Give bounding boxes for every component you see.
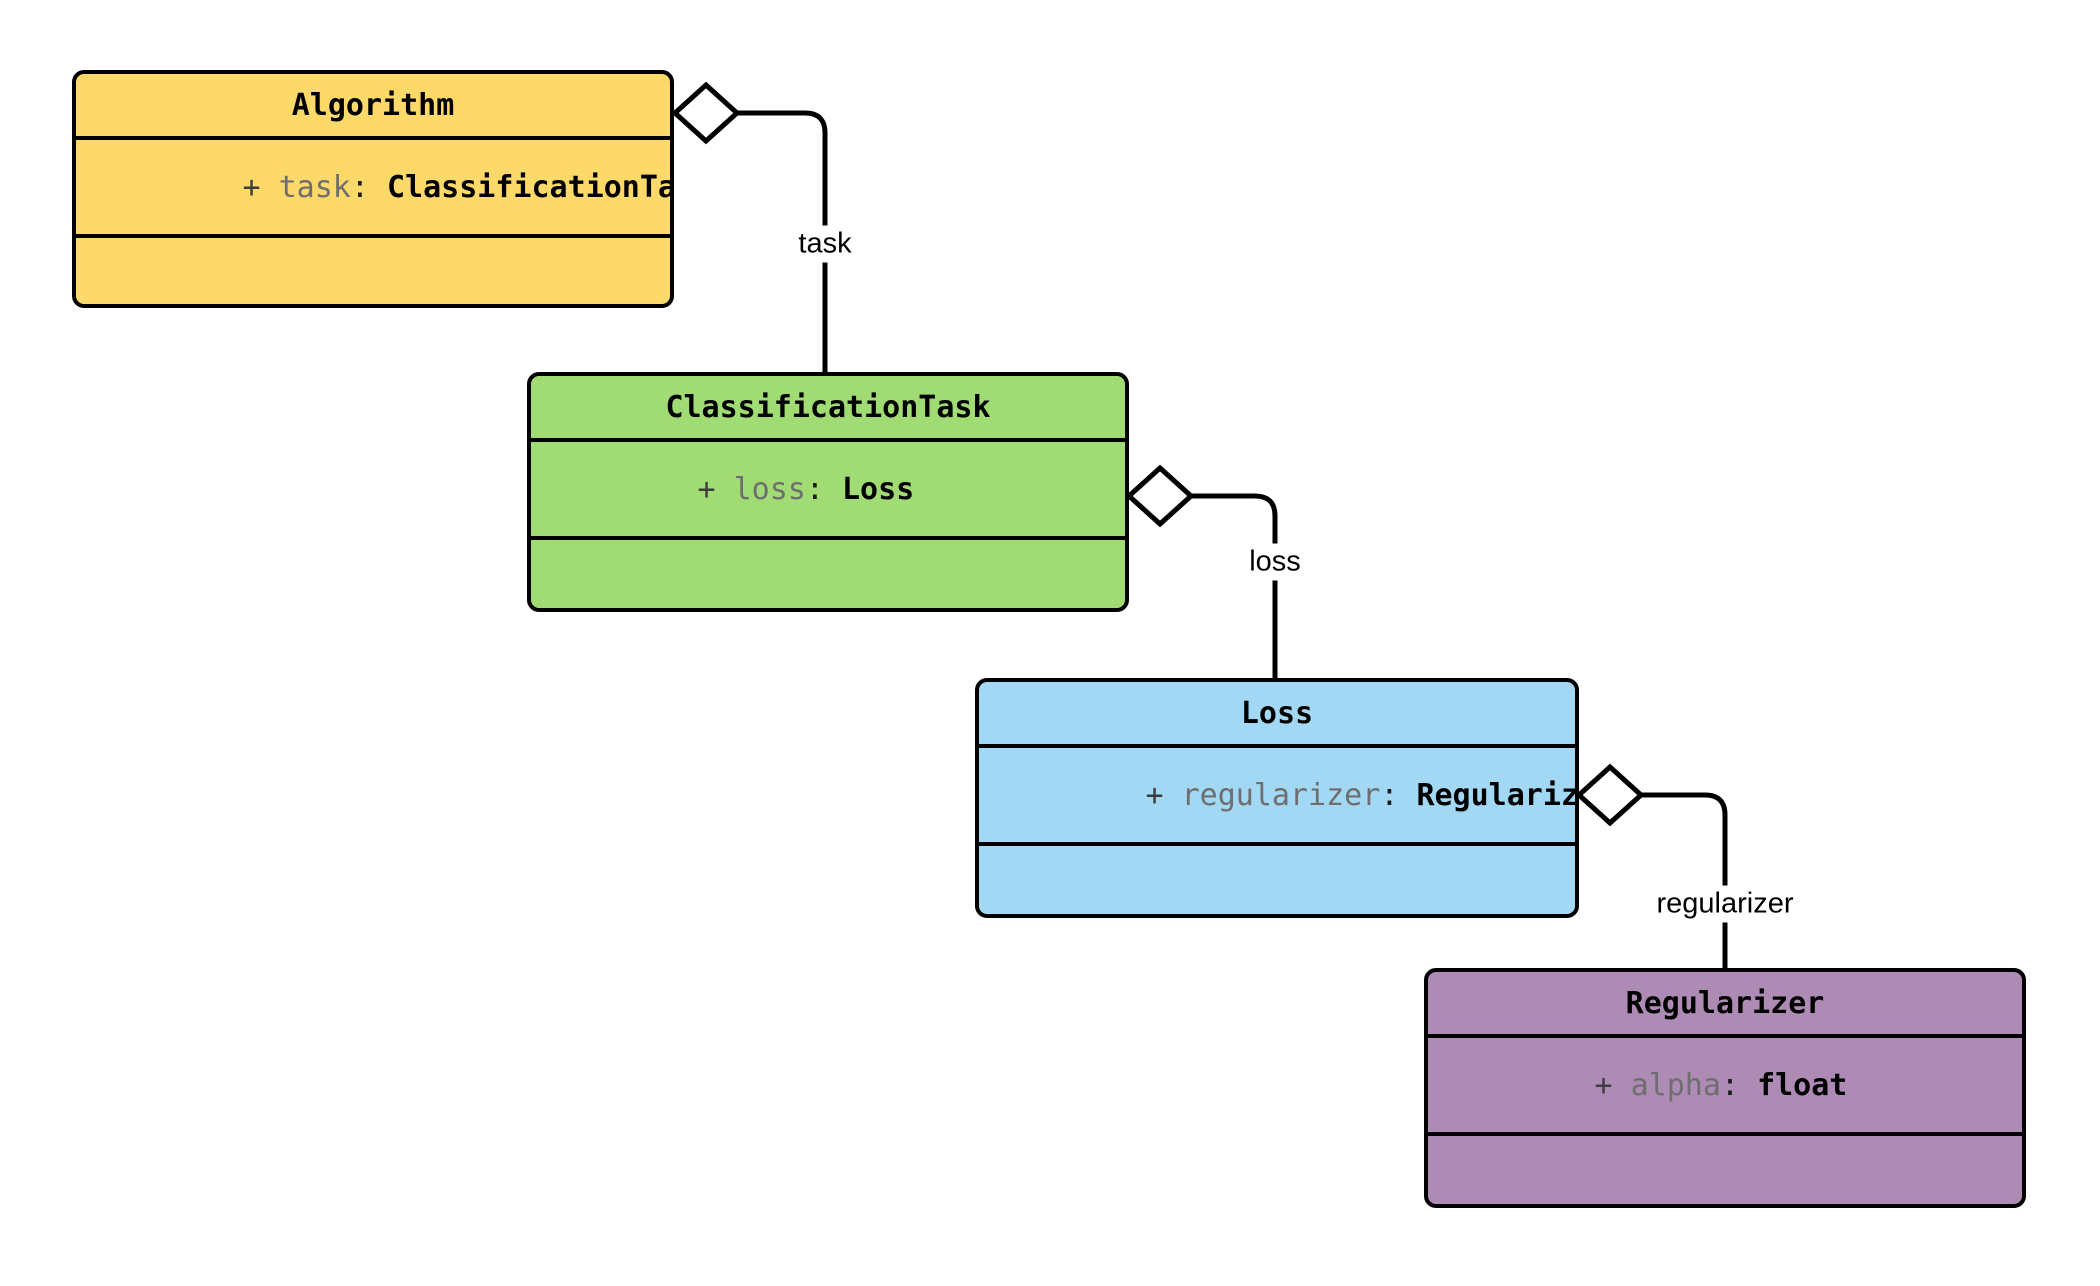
class-methods-loss [979,846,1575,914]
aggregation-diamond-algorithm-task [671,81,741,145]
uml-class-loss[interactable]: Loss + regularizer: Regularizer [975,678,1579,918]
uml-class-classification-task[interactable]: ClassificationTask + loss: Loss [527,372,1129,612]
attr-type: float [1757,1067,1848,1103]
class-attributes-regularizer: + alpha: float [1428,1038,2022,1136]
attr-visibility: + [1594,1067,1613,1103]
class-title-regularizer: Regularizer [1428,972,2022,1038]
class-title-algorithm: Algorithm [76,74,670,140]
class-attributes-classification-task: + loss: Loss [531,442,1125,540]
attr-name: alpha [1630,1067,1721,1103]
class-attributes-algorithm: + task: ClassificationTask [76,140,670,238]
class-title-classification-task: ClassificationTask [531,376,1125,442]
attr-type: Regularizer [1416,777,1579,813]
attr-visibility: + [1145,777,1164,813]
relationship-label-task-loss: loss [1244,543,1306,581]
class-attributes-loss: + regularizer: Regularizer [979,748,1575,846]
attr-name: loss [733,471,806,507]
attr-visibility: + [697,471,716,507]
class-methods-algorithm [76,238,670,304]
relationship-label-loss-regularizer: regularizer [1651,885,1799,923]
attr-visibility: + [242,169,261,205]
uml-class-regularizer[interactable]: Regularizer + alpha: float [1424,968,2026,1208]
aggregation-diamond-loss-regularizer [1575,763,1645,827]
attr-separator: : [1720,1067,1758,1103]
relationship-line-loss-regularizer [1641,792,1728,968]
attr-separator: : [350,169,387,205]
attr-name: task [278,169,351,205]
attr-type: ClassificationTask [387,169,670,205]
attr-type: Loss [842,471,915,507]
attr-name: regularizer [1181,777,1381,813]
class-methods-regularizer [1428,1136,2022,1204]
relationship-line-task-loss [1191,493,1278,678]
class-title-loss: Loss [979,682,1575,748]
attr-separator: : [1380,777,1417,813]
attr-separator: : [805,471,842,507]
relationship-label-algorithm-task: task [793,225,857,263]
uml-class-algorithm[interactable]: Algorithm + task: ClassificationTask [72,70,674,308]
class-methods-classification-task [531,540,1125,608]
aggregation-diamond-task-loss [1125,464,1195,528]
